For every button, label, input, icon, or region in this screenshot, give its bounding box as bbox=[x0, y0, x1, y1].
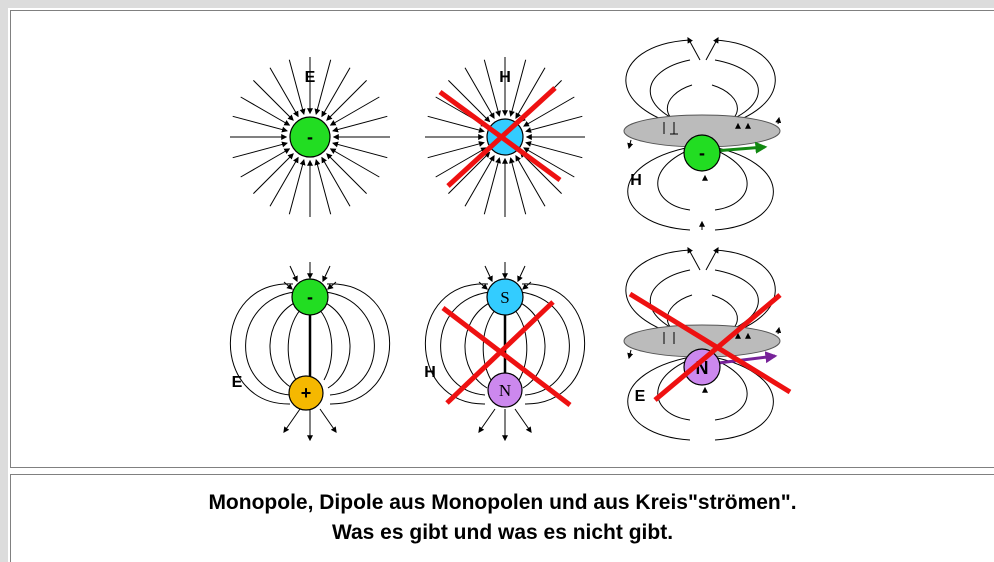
h-field-label: H bbox=[499, 69, 511, 86]
field-line bbox=[314, 59, 332, 115]
field-line bbox=[515, 155, 546, 207]
window-frame-top bbox=[0, 0, 994, 8]
caption-line-2: Was es gibt und was es nicht gibt. bbox=[331, 521, 674, 544]
field-line bbox=[240, 96, 291, 126]
e-field-label: E bbox=[232, 374, 243, 391]
south-pole bbox=[486, 278, 524, 316]
north-pole bbox=[683, 348, 721, 386]
field-line bbox=[427, 141, 485, 159]
h-field-label: H bbox=[630, 172, 642, 189]
south-label: S bbox=[500, 288, 509, 307]
electron-charge bbox=[289, 116, 331, 158]
cross-line bbox=[446, 86, 557, 188]
field-line bbox=[448, 151, 491, 194]
plus-sign: + bbox=[301, 383, 312, 403]
field-line bbox=[483, 157, 501, 215]
field-line bbox=[329, 96, 380, 126]
field-line bbox=[232, 115, 288, 133]
field-line bbox=[253, 153, 294, 194]
cross-line bbox=[441, 306, 572, 407]
field-line bbox=[232, 141, 288, 159]
electric-monopole: - E bbox=[230, 57, 390, 217]
field-line bbox=[326, 80, 367, 121]
field-line bbox=[332, 115, 388, 133]
field-line bbox=[509, 59, 527, 117]
field-line bbox=[509, 157, 527, 215]
magnetic-dipole-from-monopoles bbox=[425, 262, 585, 442]
field-line bbox=[332, 141, 388, 159]
field-line bbox=[464, 155, 495, 207]
window-frame-left bbox=[0, 0, 8, 562]
magnetic-monopole: H bbox=[425, 57, 585, 217]
field-line bbox=[321, 67, 351, 118]
field-line bbox=[483, 59, 501, 117]
field-line bbox=[464, 67, 495, 119]
north-label: N bbox=[499, 381, 511, 400]
field-line bbox=[448, 80, 491, 123]
field-line bbox=[326, 153, 367, 194]
field-line bbox=[427, 115, 485, 133]
minus-sign: - bbox=[307, 127, 313, 147]
field-line bbox=[253, 80, 294, 121]
positive-charge bbox=[288, 375, 324, 411]
caption-line-1: Monopole, Dipole aus Monopolen und aus K… bbox=[208, 491, 797, 514]
e-field-label: E bbox=[305, 69, 316, 86]
caption-panel: Monopole, Dipole aus Monopolen und aus K… bbox=[10, 474, 994, 562]
cross-line bbox=[445, 300, 555, 405]
minus-sign: - bbox=[307, 287, 313, 307]
field-line bbox=[515, 67, 546, 119]
field-line bbox=[269, 67, 299, 118]
electric-dipole bbox=[230, 262, 390, 442]
field-line bbox=[523, 96, 575, 127]
crossed-current-loop-dipole bbox=[623, 246, 782, 441]
e-field-label: E bbox=[635, 388, 646, 405]
field-line bbox=[288, 159, 306, 215]
physics-diagram: - E H - H bbox=[230, 36, 792, 442]
current-loop-dipole bbox=[623, 36, 782, 231]
field-line bbox=[519, 151, 562, 194]
north-pole bbox=[487, 372, 523, 408]
field-line bbox=[314, 159, 332, 215]
field-line bbox=[435, 147, 487, 178]
field-line bbox=[269, 156, 299, 207]
cross-line bbox=[628, 291, 792, 395]
field-line bbox=[321, 156, 351, 207]
field-line bbox=[288, 59, 306, 115]
field-line bbox=[523, 147, 575, 178]
h-field-label: H bbox=[424, 364, 436, 381]
field-line bbox=[525, 141, 583, 159]
minus-sign: - bbox=[699, 143, 705, 163]
electron-charge bbox=[291, 278, 329, 316]
electron-charge bbox=[683, 134, 721, 172]
field-line bbox=[525, 115, 583, 133]
field-line bbox=[240, 148, 291, 178]
cross-line bbox=[653, 293, 782, 402]
field-line bbox=[329, 148, 380, 178]
